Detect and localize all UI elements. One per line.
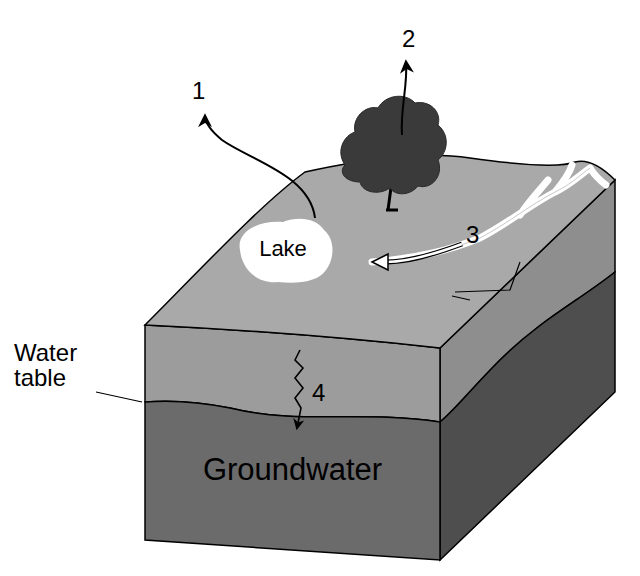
- groundwater-band: Groundwater: [150, 440, 435, 500]
- node-label: Lake: [259, 236, 307, 262]
- runoff-arrowhead: [372, 254, 388, 270]
- evaporation-arrow: [205, 116, 315, 218]
- lake-water: [240, 219, 333, 283]
- runoff-arrow: [385, 244, 462, 262]
- lake: Lake: [228, 210, 338, 288]
- runoff-arrow-outline: [385, 244, 462, 262]
- leader-line: [96, 392, 142, 402]
- callout-number: 1: [192, 78, 205, 103]
- callout-number: 4: [312, 380, 325, 405]
- terrain-step: [452, 262, 520, 300]
- callout-number: 3: [466, 222, 479, 247]
- callout-number: 2: [402, 26, 415, 51]
- node-label: Groundwater: [203, 452, 382, 488]
- water-table-label: Water table: [14, 340, 98, 390]
- tree-crown: [341, 96, 446, 194]
- infiltration-arrow: [295, 350, 303, 428]
- transpiration-arrow: [402, 62, 407, 135]
- groundwater-layer: [145, 401, 440, 560]
